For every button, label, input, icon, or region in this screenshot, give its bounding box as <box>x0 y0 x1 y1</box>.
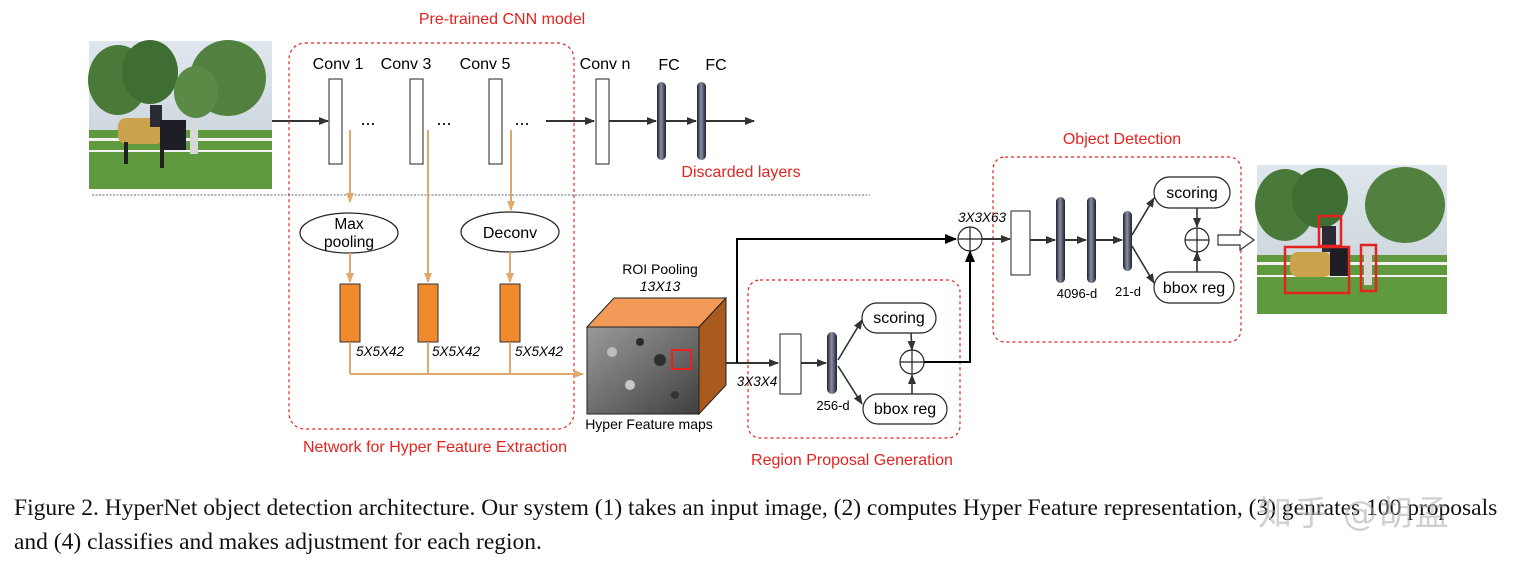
rpn-bbox-node <box>862 393 948 425</box>
output-hollow-arrow-icon <box>1217 228 1256 252</box>
hyper-block-1 <box>339 283 361 343</box>
region-proposal-title: Region Proposal Generation <box>751 452 953 469</box>
rpn-bbox-label: bbox reg <box>874 401 936 418</box>
det-sum-icon <box>1184 227 1210 253</box>
roi-title: ROI Pooling <box>622 261 697 277</box>
fc1-label: FC <box>658 57 679 74</box>
max-pooling-label-line2: pooling <box>324 234 374 251</box>
hyper-extraction-region <box>288 42 575 430</box>
det-to-bbox <box>1131 245 1155 284</box>
input-image <box>88 40 272 189</box>
output-image <box>1255 165 1447 314</box>
rpn-scoring-node <box>861 302 937 334</box>
figure-caption: Figure 2. HyperNet object detection arch… <box>14 495 1498 555</box>
discarded-layers-label: Discarded layers <box>681 164 800 181</box>
det-fc2-layer <box>1087 197 1096 283</box>
rpn-fc-layer <box>827 332 837 394</box>
size-label-2: 5X5X42 <box>432 344 481 359</box>
object-detection-title: Object Detection <box>1063 131 1181 148</box>
roi-size: 13X13 <box>640 278 681 294</box>
roi-cube <box>585 296 728 416</box>
convn-layer <box>595 78 610 165</box>
watermark: 知乎 @胡孟 <box>1258 494 1451 534</box>
object-detection-region <box>992 156 1242 343</box>
det-bbox-label: bbox reg <box>1163 280 1225 297</box>
roi-to-detection-arrow <box>736 234 957 363</box>
det-21d-label: 21-d <box>1115 284 1141 299</box>
rpn-to-scoring <box>837 319 863 361</box>
detection-concat-icon <box>957 226 983 252</box>
detection-input-size: 3X3X63 <box>958 210 1007 225</box>
hyper-feature-maps-label: Hyper Feature maps <box>585 416 713 432</box>
det-to-scoring <box>1131 197 1155 236</box>
dots-1: ... <box>360 109 375 129</box>
det-fc1-layer <box>1056 197 1065 283</box>
det-fc3-layer <box>1123 211 1132 271</box>
rpn-sum-icon <box>899 349 925 375</box>
rpn-256d-label: 256-d <box>816 398 849 413</box>
conv1-layer <box>328 78 343 165</box>
size-label-1: 5X5X42 <box>356 344 405 359</box>
det-conv-layer <box>1010 210 1031 276</box>
fc2-label: FC <box>705 57 726 74</box>
conv5-layer <box>488 78 503 165</box>
hyper-block-3 <box>499 283 521 343</box>
convn-label: Conv n <box>580 56 631 73</box>
conv1-label: Conv 1 <box>313 56 364 73</box>
hyper-extraction-title: Network for Hyper Feature Extraction <box>303 439 567 456</box>
det-4096d-label: 4096-d <box>1057 286 1097 301</box>
conv3-label: Conv 3 <box>381 56 432 73</box>
max-pooling-label-line1: Max <box>334 216 364 233</box>
rpn-scoring-label: scoring <box>873 310 925 327</box>
rpn-scoring-to-sum <box>907 332 916 351</box>
det-scoring-label: scoring <box>1166 185 1218 202</box>
dots-2: ... <box>436 109 451 129</box>
dots-3: ... <box>514 109 529 129</box>
conv3-layer <box>409 78 424 165</box>
rpn-to-detection-arrow <box>924 250 975 363</box>
fc1-layer <box>657 82 666 160</box>
det-scoring-node <box>1153 176 1231 209</box>
pretrained-title: Pre-trained CNN model <box>419 11 585 28</box>
deconv-label: Deconv <box>483 225 537 242</box>
rpn-input-size: 3X3X4 <box>737 374 778 389</box>
det-bbox-node <box>1153 271 1235 304</box>
hyper-block-2 <box>417 283 439 343</box>
rpn-conv-layer <box>779 333 802 395</box>
rpn-to-bbox <box>837 365 863 405</box>
conv5-label: Conv 5 <box>460 56 511 73</box>
fc2-layer <box>697 82 706 160</box>
size-label-3: 5X5X42 <box>515 344 564 359</box>
